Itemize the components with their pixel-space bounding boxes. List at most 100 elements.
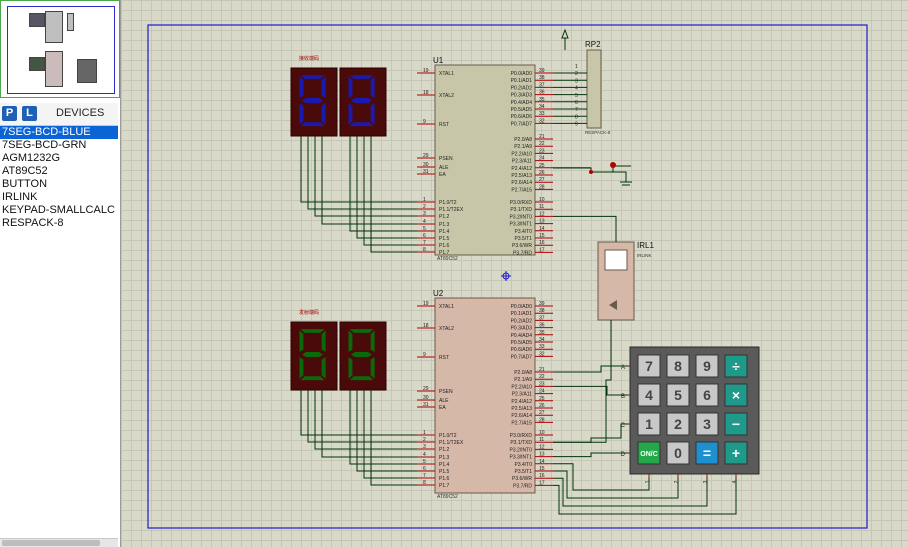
- display-receive-digit-2-segment-c: [370, 103, 375, 125]
- u2-pin-name: P1.0/T2: [439, 433, 457, 439]
- device-item[interactable]: AGM1232G: [2, 152, 61, 164]
- rp2-ref: RP2: [585, 40, 601, 49]
- keypad-key: [695, 412, 719, 436]
- u2-pin-number: 26: [539, 403, 545, 409]
- u2-pin-name: XTAL1: [439, 304, 454, 310]
- u2-pin-name: P0.7/AD7: [511, 354, 533, 360]
- u1-pin-name: P1.2: [439, 214, 450, 220]
- keypad-key-label: 0: [674, 445, 682, 461]
- pick-devices-button[interactable]: P: [2, 106, 17, 121]
- u1-pin-number: 22: [539, 141, 545, 147]
- keypad-key-label: =: [703, 445, 711, 461]
- rp2-pin-number: 1: [575, 64, 578, 70]
- device-item[interactable]: KEYPAD-SMALLCALC: [2, 204, 115, 216]
- u1-pin-name: XTAL1: [439, 71, 454, 77]
- wire-display1-p1: [321, 136, 417, 225]
- keypad-row-label: D: [621, 452, 626, 458]
- overview-u2: [45, 51, 63, 87]
- u2-pin-number: 9: [423, 352, 426, 358]
- display-receive-digit-1-segment-a: [300, 75, 325, 79]
- u1-pin-number: 12: [539, 211, 545, 217]
- u1-pin-name: P3.6/WR: [512, 243, 532, 249]
- u1-pin-name: EA: [439, 172, 446, 178]
- display-receive-label: 接收端码: [299, 55, 319, 62]
- u1-pin-number: 18: [423, 90, 429, 96]
- u1-pin-name: P0.1/AD1: [511, 78, 533, 84]
- display-send-label: 发射端码: [299, 309, 319, 316]
- u2-pin-name: P1.5: [439, 469, 450, 475]
- u2-pin-name: P2.6/A14: [511, 413, 532, 419]
- u1-pin-name: P3.2/INT0: [509, 214, 532, 220]
- display-send-digit-2-segment-c: [370, 357, 375, 379]
- device-list[interactable]: 7SEG-BCD-BLUE 7SEG-BCD-GRN AGM1232G AT89…: [0, 126, 118, 230]
- u1-pin-number: 33: [539, 111, 545, 117]
- wire-display2-p1: [314, 390, 417, 450]
- keypad-key-label: 6: [703, 387, 711, 403]
- rp2-pin-number: 3: [575, 78, 578, 84]
- keypad-key: [724, 441, 748, 465]
- u2-pin-name: P0.3/AD3: [511, 326, 533, 332]
- wire-irl1-u2: [553, 320, 612, 443]
- wire-display1-p1: [314, 136, 417, 217]
- u1-pin-name: P2.0/A8: [514, 137, 532, 143]
- u1-pin-name: P0.0/AD0: [511, 71, 533, 77]
- u1-pin-number: 30: [423, 162, 429, 168]
- button-contact: [589, 170, 593, 174]
- u2-pin-number: 39: [539, 301, 545, 307]
- overview-rp2: [67, 13, 74, 31]
- vcc-arrow: [561, 28, 569, 39]
- device-list-scrollbar[interactable]: [0, 538, 118, 547]
- u2-pin-name: P3.7/RD: [513, 483, 532, 489]
- u1-pin-number: 5: [423, 226, 426, 232]
- keypad-key-label: 4: [645, 387, 653, 403]
- keypad-key: [695, 354, 719, 378]
- u1-pin-number: 3: [423, 211, 426, 217]
- u1-pin-number: 23: [539, 148, 545, 154]
- keypad-key-label: ÷: [732, 358, 740, 374]
- u2-pin-number: 18: [423, 323, 429, 329]
- wire-display1-p1: [370, 136, 417, 253]
- keypad-key: [666, 383, 690, 407]
- wire-button-ground: [613, 171, 627, 182]
- u1-pin-number: 34: [539, 104, 545, 110]
- u2-pin-number: 32: [539, 351, 545, 357]
- u1-pin-number: 26: [539, 170, 545, 176]
- sheet-border: [147, 24, 868, 529]
- u2-pin-number: 19: [423, 301, 429, 307]
- overview-sheet-frame: [7, 6, 115, 94]
- display-send-digit-1-segment-g: [302, 352, 323, 358]
- u2-pin-number: 22: [539, 374, 545, 380]
- keypad-key: [637, 412, 661, 436]
- device-item[interactable]: AT89C52: [2, 165, 48, 177]
- device-item[interactable]: 7SEG-BCD-BLUE: [0, 126, 118, 139]
- device-item[interactable]: RESPACK-8: [2, 217, 64, 229]
- scrollbar-thumb[interactable]: [2, 540, 100, 546]
- u1-pin-name: ALE: [439, 165, 449, 171]
- rp2-pin-number: 2: [575, 71, 578, 77]
- display-send-digit-2-segment-f: [348, 330, 353, 353]
- wire-display1-p1: [307, 136, 417, 210]
- u2-pin-name: P1.2: [439, 447, 450, 453]
- keypad-key-label: 8: [674, 358, 682, 374]
- u1-body: [434, 64, 536, 256]
- keypad-col-label: 3: [703, 480, 709, 483]
- u2-pin-number: 28: [539, 417, 545, 423]
- display-send-digit-1-segment-b: [321, 330, 326, 353]
- display-receive-digit-1-segment-f: [299, 76, 304, 99]
- device-item[interactable]: 7SEG-BCD-GRN: [2, 139, 87, 151]
- display-send-digit-2-segment-d: [349, 376, 374, 381]
- u2-pin-name: P1.7: [439, 483, 450, 489]
- device-item[interactable]: BUTTON: [2, 178, 48, 190]
- device-item[interactable]: IRLINK: [2, 191, 38, 203]
- u1-pin-number: 31: [423, 169, 429, 175]
- library-manager-button[interactable]: L: [22, 106, 37, 121]
- u1-part: AT89C52: [437, 256, 458, 262]
- u2-pin-name: ALE: [439, 398, 449, 404]
- overview-window[interactable]: [0, 0, 120, 98]
- u1-pin-number: 4: [423, 219, 426, 225]
- u1-pin-number: 2: [423, 204, 426, 210]
- u1-pin-name: P1.5: [439, 236, 450, 242]
- keypad-key-label: 1: [645, 416, 653, 432]
